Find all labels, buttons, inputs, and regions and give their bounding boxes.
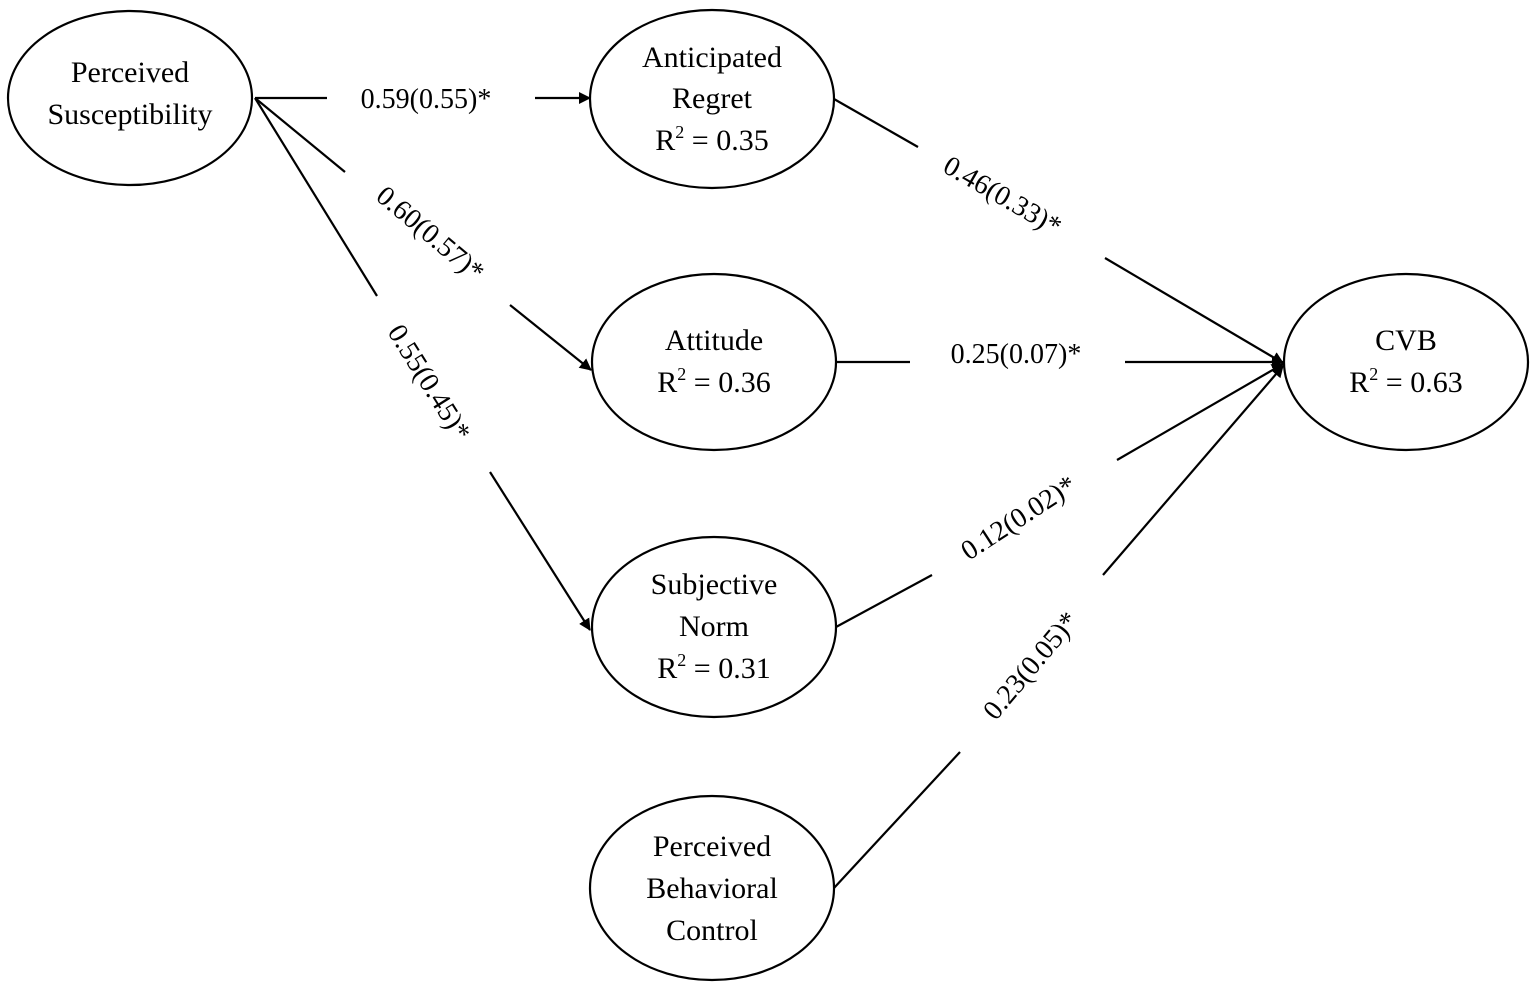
- r2-base: R: [657, 366, 677, 399]
- r2-base: R: [1349, 366, 1369, 399]
- node-subjective-norm-r2: R2 = 0.31: [657, 650, 770, 685]
- r2-value: 0.63: [1410, 366, 1463, 399]
- node-perceived-behavioral-control-line-1: Perceived: [653, 830, 771, 863]
- edge-ps-to-ar: 0.59(0.55)*: [255, 84, 591, 115]
- node-cvb-r2: R2 = 0.63: [1349, 364, 1462, 399]
- edge-sn-to-cvb-line-a: [835, 574, 933, 628]
- r2-base: R: [657, 652, 677, 685]
- r2-value: 0.36: [718, 366, 771, 399]
- node-perceived-susceptibility: Perceived Susceptibility: [6, 9, 254, 187]
- edge-ar-to-cvb: 0.46(0.33)*: [833, 98, 1284, 364]
- node-attitude-r2: R2 = 0.36: [657, 364, 770, 399]
- node-perceived-behavioral-control-line-3: Control: [666, 914, 758, 947]
- r2-eq: =: [686, 652, 718, 685]
- node-perceived-behavioral-control: Perceived Behavioral Control: [588, 794, 836, 982]
- edge-pbc-to-cvb-line-b: [1102, 365, 1284, 576]
- r2-eq: =: [1378, 366, 1410, 399]
- node-subjective-norm-ellipse: [590, 535, 838, 719]
- node-cvb: CVB R2 = 0.63: [1282, 272, 1530, 452]
- edge-ar-to-cvb-label: 0.46(0.33)*: [938, 150, 1067, 242]
- node-attitude-ellipse: [590, 272, 838, 452]
- node-perceived-behavioral-control-line-2: Behavioral: [646, 872, 778, 905]
- r2-sup: 2: [677, 650, 686, 670]
- node-subjective-norm-line-1: Subjective: [651, 568, 778, 601]
- r2-sup: 2: [677, 364, 686, 384]
- node-anticipated-regret-line-2: Regret: [672, 82, 753, 115]
- edge-att-to-cvb-label: 0.25(0.07)*: [951, 339, 1082, 370]
- edge-ps-to-att-line-a: [254, 97, 346, 173]
- edge-pbc-to-cvb-line-a: [833, 751, 961, 889]
- node-anticipated-regret-ellipse: [588, 8, 836, 190]
- node-anticipated-regret-line-1: Anticipated: [642, 41, 782, 74]
- r2-eq: =: [684, 124, 716, 157]
- edge-att-to-cvb: 0.25(0.07)*: [836, 339, 1284, 370]
- r2-eq: =: [686, 366, 718, 399]
- edge-ps-to-sn: 0.55(0.45)*: [254, 97, 591, 631]
- node-perceived-susceptibility-line-2: Susceptibility: [48, 98, 213, 131]
- node-cvb-ellipse: [1282, 272, 1530, 452]
- edge-ar-to-cvb-line-b: [1104, 257, 1284, 364]
- node-subjective-norm: Subjective Norm R2 = 0.31: [590, 535, 838, 719]
- node-cvb-line-1: CVB: [1375, 324, 1437, 357]
- edge-ar-to-cvb-line-a: [833, 98, 919, 148]
- node-attitude: Attitude R2 = 0.36: [590, 272, 838, 452]
- node-perceived-susceptibility-line-1: Perceived: [71, 56, 189, 89]
- node-attitude-line-1: Attitude: [665, 324, 763, 357]
- node-perceived-susceptibility-ellipse: [6, 9, 254, 187]
- node-anticipated-regret: Anticipated Regret R2 = 0.35: [588, 8, 836, 190]
- node-anticipated-regret-r2: R2 = 0.35: [655, 122, 768, 157]
- r2-value: 0.31: [718, 652, 771, 685]
- edge-ps-to-att-line-b: [509, 304, 592, 371]
- edge-ps-to-sn-label: 0.55(0.45)*: [381, 319, 477, 446]
- node-perceived-behavioral-control-ellipse: [588, 794, 836, 982]
- edge-ps-to-att: 0.60(0.57)*: [254, 97, 592, 371]
- edge-ps-to-att-label: 0.60(0.57)*: [370, 180, 490, 288]
- edge-ps-to-sn-line-b: [489, 471, 591, 631]
- node-subjective-norm-line-2: Norm: [679, 610, 749, 643]
- edge-pbc-to-cvb: 0.23(0.05)*: [833, 365, 1284, 889]
- edge-sn-to-cvb-label: 0.12(0.02)*: [956, 470, 1082, 567]
- r2-sup: 2: [1369, 364, 1378, 384]
- r2-sup: 2: [675, 122, 684, 142]
- edge-sn-to-cvb: 0.12(0.02)*: [835, 363, 1284, 628]
- r2-base: R: [655, 124, 675, 157]
- r2-value: 0.35: [716, 124, 769, 157]
- edge-ps-to-ar-label: 0.59(0.55)*: [361, 84, 492, 115]
- edge-pbc-to-cvb-label: 0.23(0.05)*: [977, 606, 1085, 726]
- edge-ps-to-sn-line-a: [254, 97, 378, 297]
- edge-sn-to-cvb-line-b: [1116, 363, 1284, 461]
